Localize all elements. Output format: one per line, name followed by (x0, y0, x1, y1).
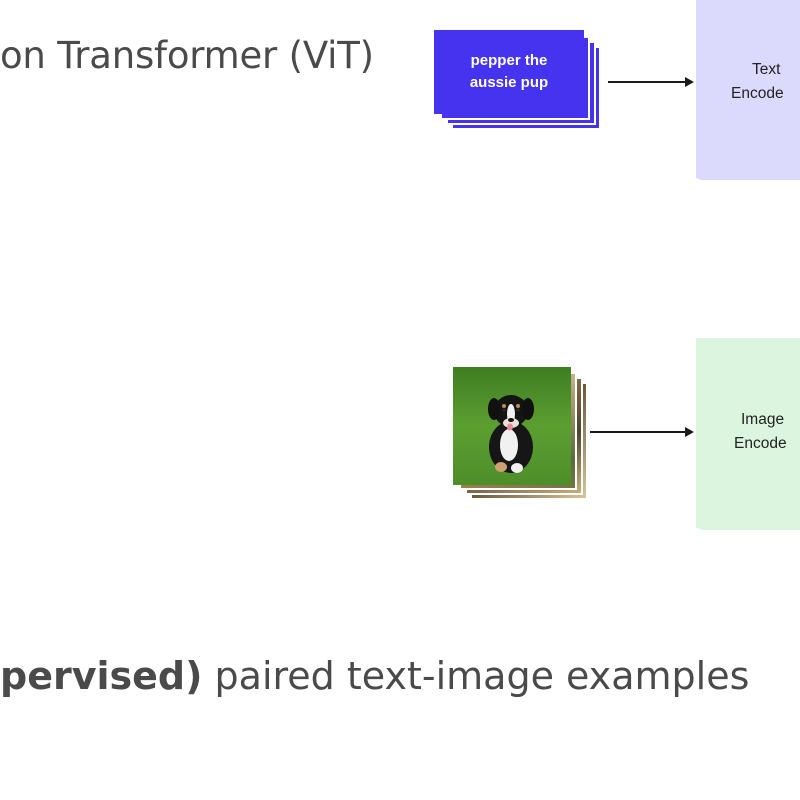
footer-bold: pervised) (0, 654, 203, 698)
image-encoder-line2: Encode (734, 435, 787, 452)
image-encoder-trapezoid (696, 338, 800, 530)
text-encoder-label: Text Encode (731, 58, 784, 106)
footer-caption: pervised) paired text-image examples (0, 654, 749, 698)
text-encoder: Text Encode (696, 0, 800, 180)
image-encoder: Image Encode (696, 338, 800, 530)
text-arrow (608, 77, 694, 87)
text-encoder-line2: Encode (731, 85, 784, 102)
image-arrow (590, 427, 694, 437)
image-encoder-label: Image Encode (734, 408, 787, 456)
text-encoder-line1: Text (752, 61, 781, 78)
puppy-image (453, 367, 571, 485)
footer-rest: paired text-image examples (202, 654, 750, 698)
text-encoder-trapezoid (696, 0, 800, 180)
text-card-label: pepper the aussie pup (469, 52, 549, 91)
text-card: pepper the aussie pup (434, 30, 584, 114)
image-encoder-line1: Image (741, 411, 785, 428)
puppy-photo (453, 367, 571, 485)
heading-title: on Transformer (ViT) (0, 34, 374, 77)
